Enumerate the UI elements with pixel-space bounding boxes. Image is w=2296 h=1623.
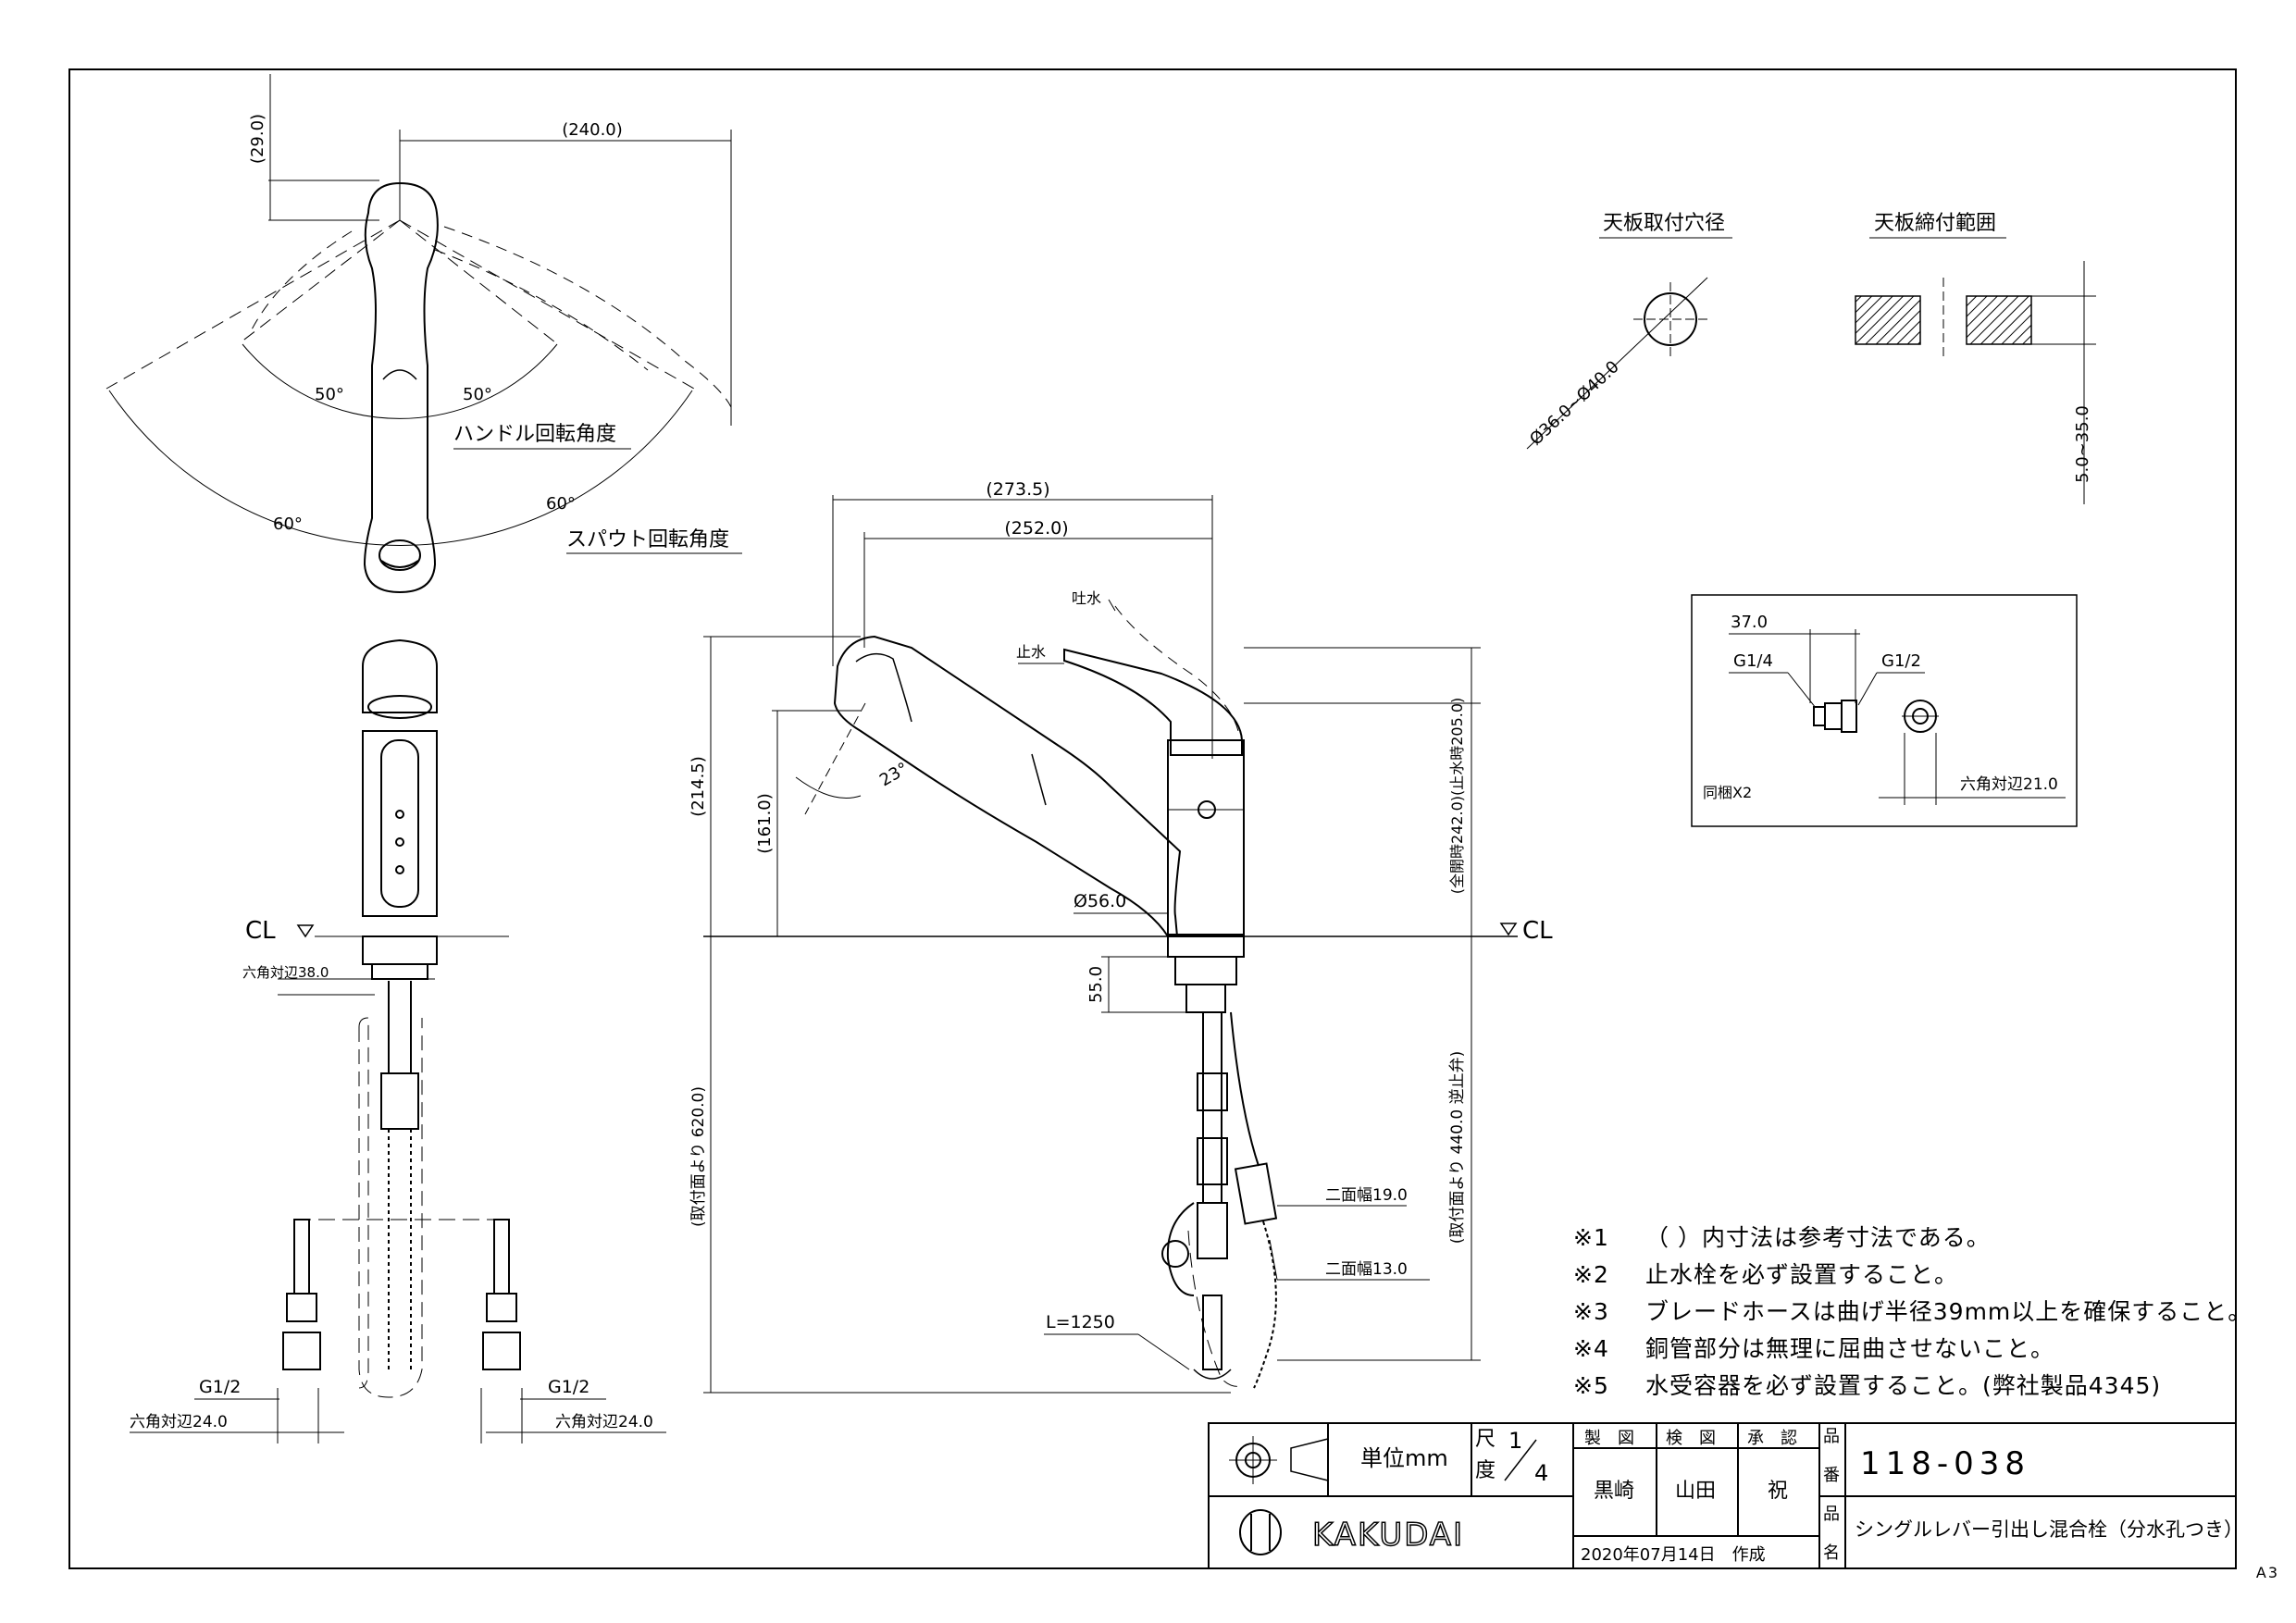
mount-hole-detail: 天板取付穴径 Ø36.0~Ø40.0 xyxy=(1526,212,1732,450)
scale-label-1: 尺 xyxy=(1475,1428,1496,1451)
date-created: 2020年07月14日 作成 xyxy=(1581,1545,1766,1565)
part-no-label-1: 品 xyxy=(1823,1427,1840,1446)
mount-hole-title: 天板取付穴径 xyxy=(1603,212,1725,235)
angle-handle-left: 50° xyxy=(315,385,344,404)
part-name: シングルレバー引出し混合栓（分水孔つき） xyxy=(1855,1518,2243,1541)
col-approved: 承 認 xyxy=(1747,1429,1797,1448)
note-item: ※4 銅管部分は無理に屈曲させないこと。 xyxy=(1573,1331,2252,1368)
col-drawn: 製 図 xyxy=(1584,1429,1634,1448)
label-closed: 止水 xyxy=(1016,643,1046,661)
dim-reach-total: (273.5) xyxy=(986,479,1049,500)
unit-label: 単位mm xyxy=(1360,1445,1448,1471)
mount-hole-diameter: Ø36.0~Ø40.0 xyxy=(1526,357,1623,450)
note-mark: ※3 xyxy=(1573,1298,1609,1325)
mount-range-detail: 天板締付範囲 5.0~35.0 xyxy=(1855,212,2096,504)
note-text: （ ）内寸法は参考寸法である。 xyxy=(1645,1224,1991,1251)
note-text: 水受容器を必ず設置すること。(弊社製品4345) xyxy=(1645,1372,2162,1399)
spout-rotation-label: スパウト回転角度 xyxy=(566,528,729,551)
fitting-dim-length: 37.0 xyxy=(1731,613,1768,632)
fitting-detail: 37.0 G1/4 G1/2 同梱X2 六角対辺21.0 xyxy=(1691,594,2078,827)
width-19: 二面幅19.0 xyxy=(1325,1186,1408,1205)
note-item: ※3 ブレードホースは曲げ半径39mm以上を確保すること。 xyxy=(1573,1294,2252,1331)
notes-list: ※1 （ ）内寸法は参考寸法である。 ※2 止水栓を必ず設置すること。 ※3 ブレード… xyxy=(1573,1220,2252,1405)
front-left-hex: 六角対辺24.0 xyxy=(130,1413,228,1431)
dim-height: (214.5) xyxy=(689,756,708,817)
dim-outlet-height: (161.0) xyxy=(755,793,775,854)
hose-length: L=1250 xyxy=(1046,1312,1115,1332)
checked-by: 山田 xyxy=(1675,1480,1716,1503)
front-cl-label: CL xyxy=(245,917,276,945)
mount-range-title: 天板締付範囲 xyxy=(1874,212,1996,235)
note-item: ※5 水受容器を必ず設置すること。(弊社製品4345) xyxy=(1573,1368,2252,1405)
brand-name: KAKUDAI xyxy=(1312,1517,1464,1554)
dim-left-depth: (取付面より 620.0) xyxy=(689,1086,708,1227)
angle-spout-left: 60° xyxy=(273,514,303,534)
note-item: ※1 （ ）内寸法は参考寸法である。 xyxy=(1573,1220,2252,1257)
name-label-1: 品 xyxy=(1823,1505,1840,1524)
part-no-label-2: 番 xyxy=(1823,1466,1840,1485)
note-mark: ※2 xyxy=(1573,1261,1609,1288)
col-checked: 検 図 xyxy=(1666,1429,1716,1448)
dim-lever-height: (全開時242.0)(止水時205.0) xyxy=(1448,698,1466,895)
dim-reach: (252.0) xyxy=(1004,518,1068,539)
scale-label-2: 度 xyxy=(1475,1459,1496,1482)
dim-diameter: Ø56.0 xyxy=(1074,891,1126,911)
title-block: KAKUDAI 単位mm 尺 度 1 4 製 図 検 図 承 認 黒崎 山田 祝… xyxy=(1208,1422,2243,1569)
front-view: CL 六角対辺38.0 G1/2 六角対辺24.0 G1/2 六角対辺24.0 xyxy=(130,638,666,1443)
dim-right-depth: (取付面より 440.0 逆止弁) xyxy=(1448,1051,1467,1244)
angle-spray: 23° xyxy=(876,759,912,790)
angle-spout-right: 60° xyxy=(546,494,576,514)
note-text: 止水栓を必ず設置すること。 xyxy=(1645,1261,1959,1288)
dim-offset: (29.0) xyxy=(248,114,267,164)
front-left-g: G1/2 xyxy=(199,1377,241,1397)
sheet-size-label: A3 xyxy=(2255,1564,2279,1581)
note-mark: ※1 xyxy=(1573,1224,1609,1251)
fitting-hex: 六角対辺21.0 xyxy=(1960,775,2058,794)
note-text: ブレードホースは曲げ半径39mm以上を確保すること。 xyxy=(1645,1298,2253,1325)
dim-shank: 55.0 xyxy=(1086,966,1106,1003)
handle-rotation-label: ハンドル回転角度 xyxy=(453,423,616,446)
front-hex-body: 六角対辺38.0 xyxy=(242,964,329,981)
dim-width: (240.0) xyxy=(562,120,623,140)
width-13: 二面幅13.0 xyxy=(1325,1260,1408,1279)
approved-by: 祝 xyxy=(1768,1480,1788,1503)
scale-num: 1 xyxy=(1508,1428,1522,1454)
fitting-qty: 同梱X2 xyxy=(1703,784,1752,801)
side-view: (273.5) (252.0) (214.5) (161.0) 23° 吐水 止… xyxy=(689,479,1553,1394)
angle-handle-right: 50° xyxy=(463,385,492,404)
note-item: ※2 止水栓を必ず設置すること。 xyxy=(1573,1257,2252,1294)
note-text: 銅管部分は無理に屈曲させないこと。 xyxy=(1645,1335,2055,1362)
note-mark: ※5 xyxy=(1573,1372,1609,1399)
front-right-g: G1/2 xyxy=(548,1377,590,1397)
drawn-by: 黒崎 xyxy=(1594,1480,1634,1503)
name-label-2: 名 xyxy=(1823,1543,1840,1563)
label-open: 吐水 xyxy=(1072,589,1101,607)
scale-den: 4 xyxy=(1534,1460,1548,1486)
side-cl-label: CL xyxy=(1522,917,1553,945)
note-mark: ※4 xyxy=(1573,1335,1609,1362)
mount-range-thickness: 5.0~35.0 xyxy=(2073,405,2092,483)
top-view: (29.0) (240.0) 50° 50° 60° 60° ハンドル回転角度 … xyxy=(105,74,742,594)
front-right-hex: 六角対辺24.0 xyxy=(555,1413,653,1431)
fitting-g-small: G1/4 xyxy=(1733,651,1773,671)
fitting-g-large: G1/2 xyxy=(1881,651,1921,671)
part-number: 118-038 xyxy=(1860,1445,2030,1482)
sheet-border xyxy=(68,68,2237,1569)
